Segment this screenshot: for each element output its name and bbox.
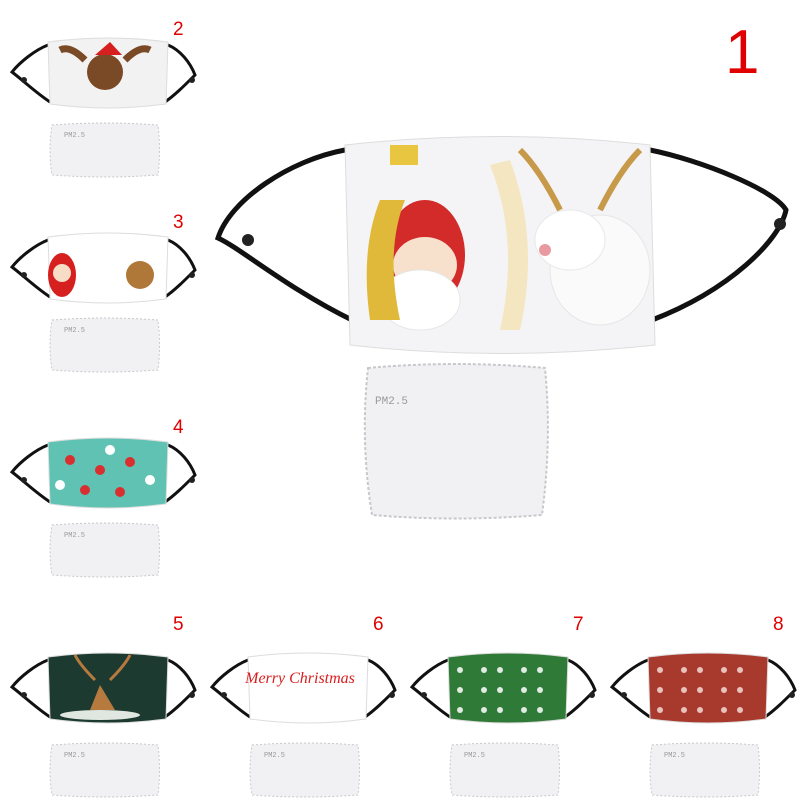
filter-label-5: PM2.5 xyxy=(64,752,85,760)
variant-mask-8: PM2.5 xyxy=(609,652,797,798)
variant-number-6: 6 xyxy=(373,614,384,635)
variant-mask-4: PM2.5 xyxy=(9,437,197,578)
variant-number-4: 4 xyxy=(173,417,184,438)
variant-number-5: 5 xyxy=(173,614,184,635)
variant-number-2: 2 xyxy=(173,19,184,40)
variant-number-8: 8 xyxy=(773,614,784,635)
variant-number-7: 7 xyxy=(573,614,584,635)
variant-number-3: 3 xyxy=(173,212,184,233)
variant-mask-6: Merry Christmas PM2.5 xyxy=(209,652,397,798)
filter-label-4: PM2.5 xyxy=(64,532,85,540)
filter-label-3: PM2.5 xyxy=(64,327,85,335)
variant-mask-5: PM2.5 xyxy=(9,652,197,798)
variant-number-1: 1 xyxy=(725,18,760,87)
variant-mask-7: PM2.5 xyxy=(409,652,597,798)
filter-label-6: PM2.5 xyxy=(264,752,285,760)
filter-label-2: PM2.5 xyxy=(64,132,85,140)
filter-label-1: PM2.5 xyxy=(375,396,408,408)
variant-mask-2: PM2.5 xyxy=(9,37,197,178)
variant-mask-3: PM2.5 xyxy=(9,232,197,373)
merry-christmas-text: Merry Christmas xyxy=(244,670,355,687)
filter-label-7: PM2.5 xyxy=(464,752,485,760)
filter-label-8: PM2.5 xyxy=(664,752,685,760)
